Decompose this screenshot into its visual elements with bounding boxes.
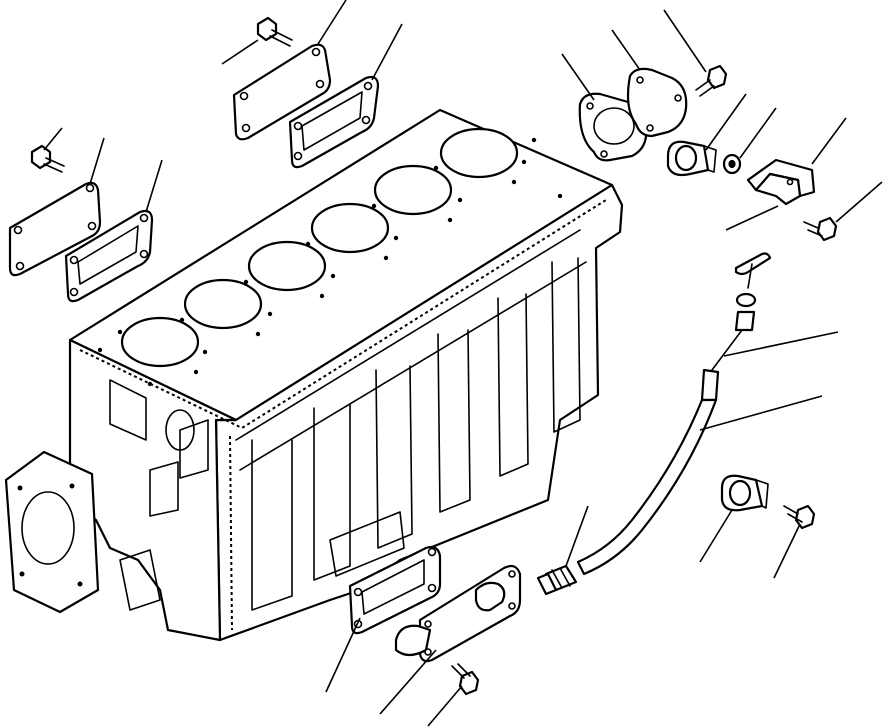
side-cover-upper [232, 43, 332, 141]
washer [722, 153, 742, 175]
bolt [695, 64, 728, 97]
cylinder-block [4, 108, 624, 642]
dipstick [711, 252, 772, 371]
side-cover-gasket-left [64, 209, 154, 303]
bolt [451, 663, 480, 696]
bracket [746, 158, 816, 206]
bolt [30, 144, 65, 173]
bolt [803, 216, 838, 242]
dipstick-guide-tube [576, 368, 720, 576]
bolt [256, 16, 293, 47]
lower-cover-plate [394, 564, 522, 663]
deck-holes [97, 137, 563, 387]
round-cover-plate [626, 67, 688, 138]
block-ribs [109, 229, 587, 611]
connector-fitting [536, 564, 578, 596]
side-cover-gasket-upper [288, 75, 380, 169]
leader-lines [43, 0, 883, 727]
pipe-clamp-lower [720, 474, 769, 512]
side-cover-left [8, 181, 102, 277]
pipe-clamp-upper [666, 140, 717, 177]
bolt [783, 504, 816, 530]
